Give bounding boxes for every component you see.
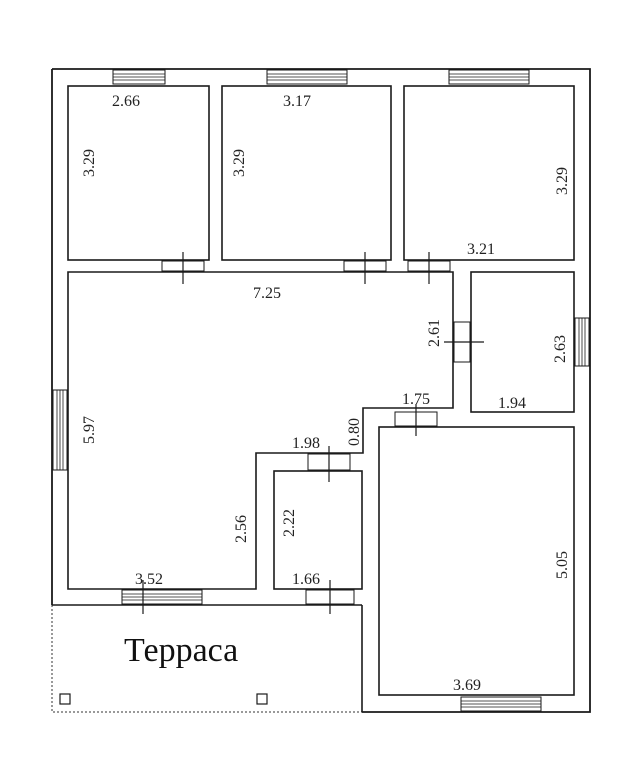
dim-living-width: 7.25 — [253, 285, 281, 302]
dim-room1-width: 2.66 — [112, 93, 140, 110]
big-room — [378, 426, 575, 696]
window-top-2 — [266, 69, 348, 85]
dim-hall-width: 1.98 — [292, 435, 320, 452]
outer-wall — [52, 68, 591, 713]
bathroom — [273, 470, 363, 590]
dim-room3-width: 3.21 — [467, 241, 495, 258]
window-right — [574, 317, 590, 367]
dim-bath-height: 2.22 — [281, 509, 298, 537]
room-1 — [67, 85, 210, 261]
window-top-1 — [112, 69, 166, 85]
window-bottom — [460, 696, 542, 712]
door-room-2 — [343, 252, 387, 284]
door-bathroom — [307, 446, 351, 482]
dim-room3-height: 3.29 — [554, 167, 571, 195]
door-room-1 — [161, 252, 205, 284]
dim-room1-height: 3.29 — [81, 149, 98, 177]
terrace-post-left — [59, 693, 71, 705]
door-small-room — [444, 321, 484, 363]
terrace-post-right — [256, 693, 268, 705]
window-left — [52, 389, 68, 471]
dim-big-room-height: 5.05 — [554, 551, 571, 579]
dim-big-room-width: 3.69 — [453, 677, 481, 694]
dim-small-room-width: 1.94 — [498, 395, 526, 412]
door-big-room — [394, 404, 438, 436]
dim-hall-step-height: 0.80 — [346, 418, 363, 446]
dim-bath-width: 1.66 — [292, 571, 320, 588]
dim-room2-width: 3.17 — [283, 93, 311, 110]
dim-living-height: 5.97 — [81, 416, 98, 444]
dim-living-bottom-width: 3.52 — [135, 571, 163, 588]
window-top-3 — [448, 69, 530, 85]
room-2 — [221, 85, 392, 261]
living-room — [67, 271, 454, 590]
dim-living-lower-height: 2.56 — [233, 515, 250, 543]
room-3 — [403, 85, 575, 261]
dim-hall-step-width: 1.75 — [402, 391, 430, 408]
door-terrace — [305, 580, 355, 614]
window-terrace — [121, 589, 203, 605]
terrace-outline — [51, 605, 362, 713]
dim-small-room-height: 2.63 — [552, 335, 569, 363]
terrace-label: Терраса — [124, 632, 238, 669]
dim-room2-height: 3.29 — [231, 149, 248, 177]
door-room-3 — [407, 252, 451, 284]
dim-passage-width: 2.61 — [426, 319, 443, 347]
